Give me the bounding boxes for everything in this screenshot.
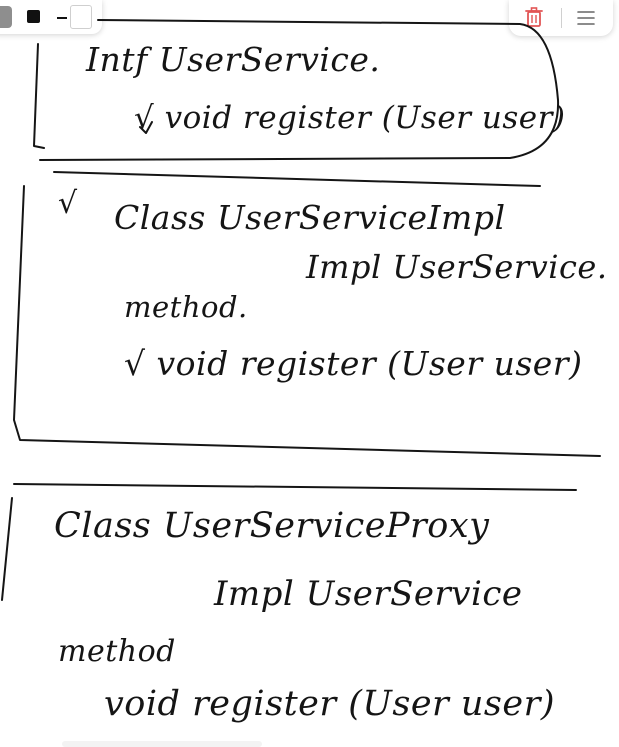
stroke-width-icon[interactable] — [57, 17, 67, 19]
block3-class-line: Class UserServiceProxy — [54, 506, 490, 546]
block3-impl-line: Impl UserService — [214, 574, 523, 614]
block1-interface-line: Intf UserService. — [86, 40, 381, 79]
block3-left-bracket — [1, 497, 13, 601]
block1-left-bracket — [33, 43, 45, 149]
page-scroll-indicator — [62, 741, 262, 747]
block2-method-line: √ void register (User user) — [124, 344, 583, 383]
block3-method-line: void register (User user) — [104, 684, 555, 724]
block2-impl-line: Impl UserService. — [306, 248, 608, 286]
block2-check: √ — [58, 186, 78, 221]
block2-top-line — [53, 171, 541, 187]
gray-color-swatch[interactable] — [0, 6, 12, 28]
toolbar-divider — [561, 8, 562, 28]
block2-class-line: Class UserServiceImpl — [114, 198, 506, 237]
trash-icon[interactable] — [523, 6, 545, 28]
hamburger-menu-icon[interactable] — [575, 7, 597, 29]
block1-check-mark — [139, 121, 153, 134]
block2-method-label: method. — [124, 290, 248, 324]
block3-top-line — [13, 483, 577, 491]
block1-method-line: √ void register (User user) — [134, 100, 566, 136]
block2-left-bracket — [13, 185, 601, 457]
black-color-swatch[interactable] — [27, 10, 40, 23]
block1-top-stroke — [39, 19, 560, 161]
pen-toolbar — [0, 0, 102, 34]
page-toolbar — [509, 0, 613, 36]
white-color-swatch[interactable] — [70, 5, 92, 29]
block3-method-label: method — [58, 634, 176, 669]
